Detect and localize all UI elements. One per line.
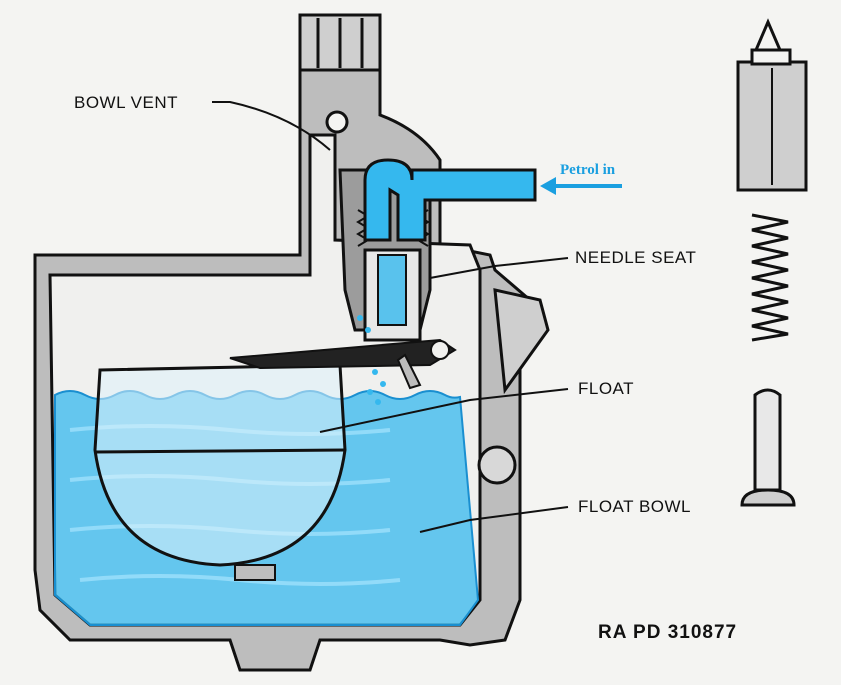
pin-part <box>740 388 796 507</box>
reference-number: RA PD 310877 <box>598 622 738 643</box>
float <box>93 338 457 581</box>
label-float: FLOAT <box>578 379 635 398</box>
leader-float <box>319 388 569 433</box>
label-bowl-vent: BOWL VENT <box>74 93 178 112</box>
label-petrol-in: Petrol in <box>560 162 616 178</box>
petrol-in-arrow <box>540 177 622 195</box>
leader-needle-seat <box>429 257 569 279</box>
fuel-inlet-pipe <box>357 158 537 405</box>
bowl-vent-tube <box>298 13 382 72</box>
label-float-bowl: FLOAT BOWL <box>578 497 692 516</box>
label-needle-seat: NEEDLE SEAT <box>575 248 697 267</box>
needle-valve-part <box>736 18 808 192</box>
leader-lines <box>212 101 569 533</box>
spring-part <box>751 213 789 342</box>
leader-float-bowl <box>419 506 569 533</box>
leader-bowl-vent <box>212 101 331 151</box>
